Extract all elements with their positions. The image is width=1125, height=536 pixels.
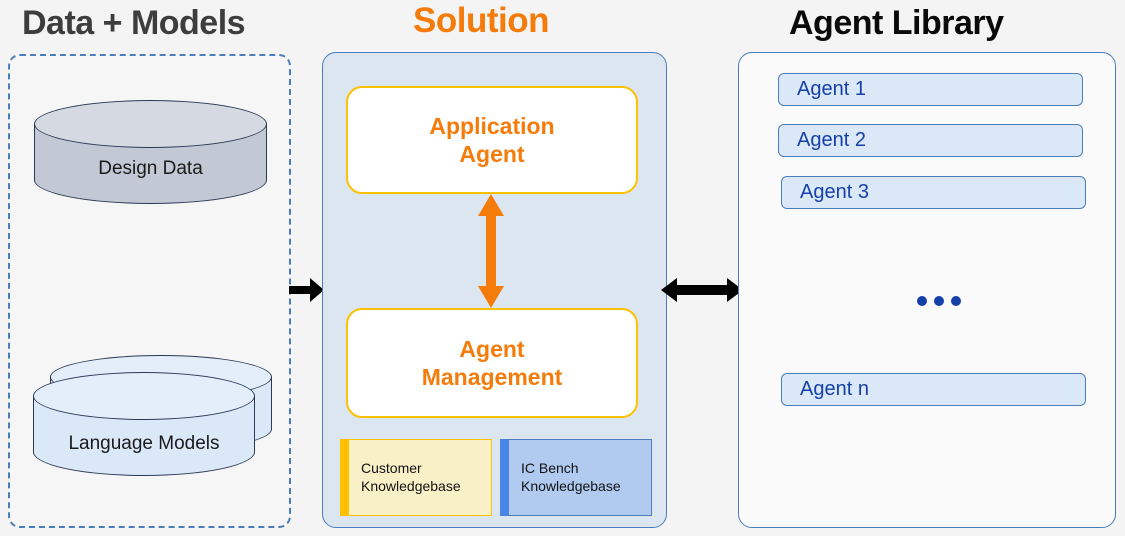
cylinder-language-models-front [33,372,255,476]
ellipsis-dot [934,296,944,306]
list-item-agent-n[interactable]: Agent n [781,373,1086,406]
page-title-agent-library: Agent Library [789,4,1004,42]
agent-item-label: Agent 3 [800,181,869,203]
cylinder-label-language-models: Language Models [68,433,220,454]
page-title-data-models: Data + Models [22,4,246,42]
agent-item-label: Agent 2 [797,129,866,151]
arrow-application-agent-to-management-icon [475,194,507,308]
cylinder-top-ellipse [33,372,255,420]
box-application-agent-line1: Application [429,112,555,139]
kb-icbench-line1: IC Bench [521,460,579,476]
kb-customer-line2: Knowledgebase [361,477,461,494]
cylinder-top-ellipse [34,100,267,148]
arrow-solution-to-library-icon [661,275,743,305]
page-title-solution: Solution [413,1,549,40]
cylinder-design-data [34,100,267,204]
list-item-agent-2[interactable]: Agent 2 [778,124,1083,157]
box-application-agent[interactable]: Application Agent [346,86,638,194]
box-agent-management-line2: Management [421,364,563,390]
box-ic-bench-knowledgebase[interactable]: IC Bench Knowledgebase [500,439,652,516]
box-agent-management-line1: Agent [459,335,525,362]
box-customer-knowledgebase[interactable]: Customer Knowledgebase [340,439,492,516]
arrow-data-to-solution-icon [289,277,325,303]
list-item-agent-1[interactable]: Agent 1 [778,73,1083,106]
ellipsis-dot [917,296,927,306]
agent-item-label: Agent 1 [797,78,866,100]
kb-customer-line1: Customer [361,460,422,476]
list-item-agent-3[interactable]: Agent 3 [781,176,1086,209]
box-application-agent-line2: Agent [459,141,525,167]
cylinder-label-design-data: Design Data [98,158,203,179]
ellipsis-more-agents-icon [917,296,961,306]
ellipsis-dot [951,296,961,306]
box-agent-management[interactable]: Agent Management [346,308,638,418]
agent-item-label: Agent n [800,378,869,400]
kb-icbench-line2: Knowledgebase [521,477,621,494]
